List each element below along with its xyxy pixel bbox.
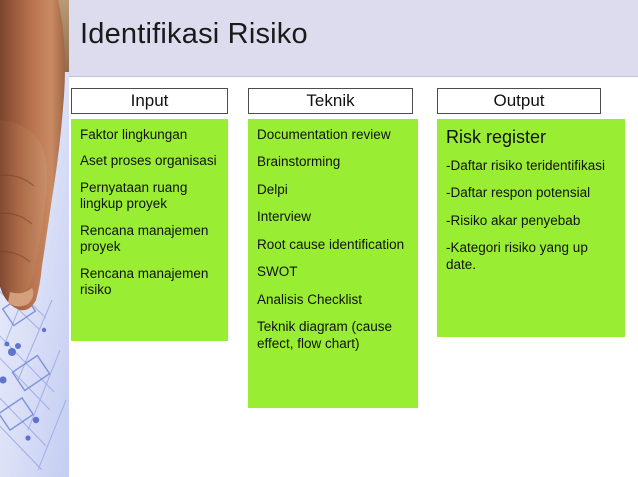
column-header-input: Input bbox=[71, 88, 228, 114]
column-header-teknik: Teknik bbox=[248, 88, 413, 114]
list-item: -Risiko akar penyebab bbox=[446, 212, 581, 228]
column-body-output: Risk register -Daftar risiko teridentifi… bbox=[437, 119, 625, 337]
list-item: Aset proses organisasi bbox=[80, 153, 217, 169]
list-item: Rencana manajemen proyek bbox=[80, 222, 209, 255]
title-band bbox=[0, 0, 638, 77]
list-item: Pernyataan ruang lingkup proyek bbox=[80, 179, 188, 212]
list-item: Faktor lingkungan bbox=[80, 127, 188, 142]
column-header-output-label: Output bbox=[493, 91, 545, 110]
list-item: -Daftar risiko teridentifikasi bbox=[446, 157, 606, 173]
list-item: Interview bbox=[257, 209, 312, 225]
list-item: Documentation review bbox=[257, 127, 391, 142]
list-item: Analisis Checklist bbox=[257, 291, 363, 307]
risk-register-heading: Risk register bbox=[446, 127, 547, 147]
page-title: Identifikasi Risiko bbox=[80, 18, 308, 50]
list-item: SWOT bbox=[257, 264, 298, 280]
list-item: Brainstorming bbox=[257, 154, 341, 170]
list-item: -Daftar respon potensial bbox=[446, 185, 591, 201]
hand-pointing-at-blueprint-photo bbox=[0, 0, 69, 477]
column-body-teknik: Documentation review Brainstorming Delpi… bbox=[248, 119, 418, 408]
list-item: Rencana manajemen risiko bbox=[80, 265, 209, 298]
column-header-teknik-label: Teknik bbox=[306, 91, 355, 110]
list-item: Teknik diagram (cause effect, flow chart… bbox=[257, 319, 393, 351]
list-item: -Kategori risiko yang up date. bbox=[446, 240, 588, 272]
list-item: Root cause identification bbox=[257, 236, 405, 252]
list-item: Delpi bbox=[257, 181, 288, 197]
column-body-input: Faktor lingkungan Aset proses organisasi… bbox=[71, 119, 228, 341]
column-header-output: Output bbox=[437, 88, 601, 114]
column-header-input-label: Input bbox=[130, 91, 169, 110]
